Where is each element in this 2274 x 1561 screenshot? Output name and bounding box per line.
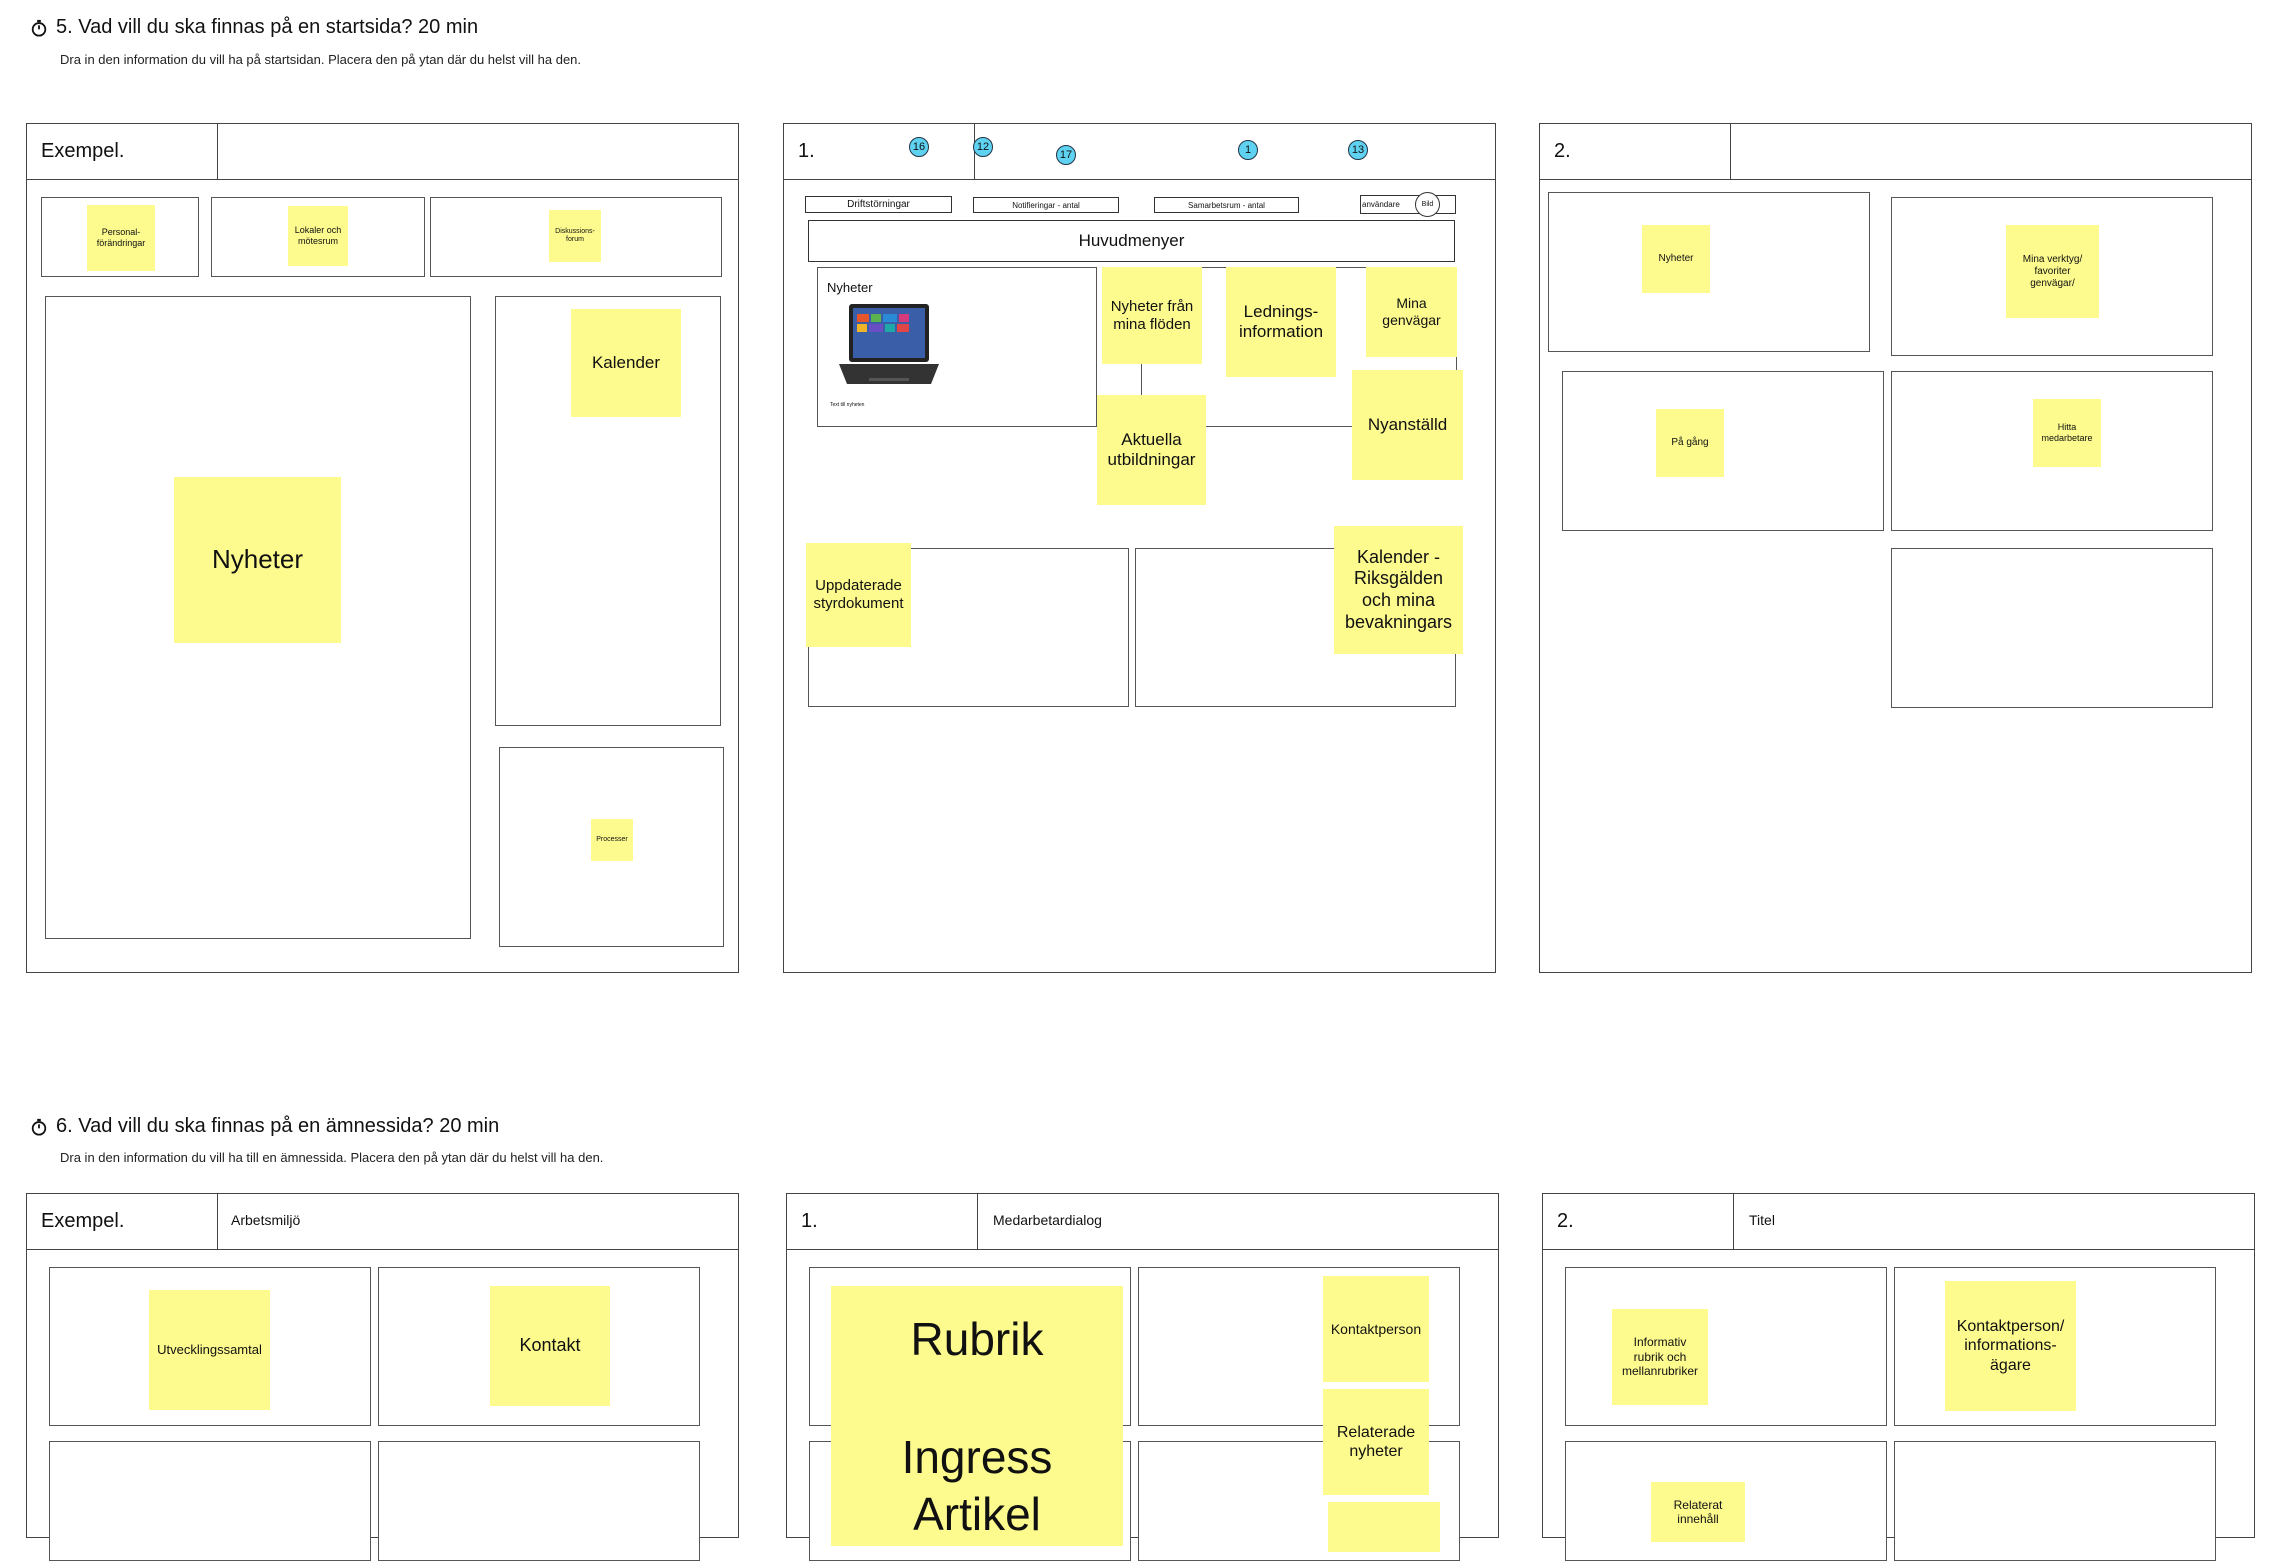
vote-dot[interactable]: 17: [1056, 145, 1076, 165]
frame-title: 2.: [1554, 140, 1571, 162]
frame-title: 1.: [798, 140, 815, 162]
sticky-note[interactable]: Kontakt: [490, 1286, 610, 1406]
vote-dot[interactable]: 12: [973, 137, 993, 157]
layout-box-label: Notifieringar - antal: [973, 197, 1119, 213]
sticky-note[interactable]: Informativ rubrik och mellanrubriker: [1612, 1309, 1708, 1405]
sticky-note-large[interactable]: Rubrik Ingress Artikel: [831, 1286, 1123, 1546]
vote-dot[interactable]: 13: [1348, 140, 1368, 160]
layout-box: [1562, 371, 1884, 531]
sticky-note[interactable]: Relaterade nyheter: [1323, 1389, 1429, 1495]
laptop-image: [839, 304, 939, 384]
layout-box-label: användare: [1360, 195, 1456, 214]
section5-subtitle: Dra in den information du vill ha på sta…: [60, 52, 582, 67]
sticky-note[interactable]: Lednings- information: [1226, 267, 1336, 377]
sticky-note[interactable]: Mina verktyg/ favoriter genvägar/: [2006, 225, 2099, 318]
sticky-note[interactable]: Nyheter: [174, 477, 341, 643]
sticky-note[interactable]: Hitta medarbetare: [2033, 399, 2101, 467]
header-field: Medarbetardialog: [993, 1212, 1102, 1228]
s5-example-frame: Exempel. Personal- förändringar Lokaler …: [26, 123, 739, 973]
frame-title: Exempel.: [41, 140, 125, 162]
s6-example-frame: Exempel. Arbetsmiljö Utvecklingssamtal K…: [26, 1193, 739, 1561]
layout-box: [1891, 548, 2213, 708]
main-menu-bar: Huvudmenyer: [808, 220, 1455, 262]
s6-board1-frame: 1. Medarbetardialog Rubrik Ingress Artik…: [786, 1193, 1499, 1561]
sticky-note[interactable]: Processer: [591, 819, 633, 861]
header-field: Arbetsmiljö: [231, 1212, 301, 1228]
sticky-note[interactable]: Kalender - Riksgälden och mina bevakning…: [1334, 526, 1463, 654]
frame-title: 1.: [801, 1210, 818, 1232]
sticky-note[interactable]: Nyheter: [1642, 225, 1710, 293]
sticky-text: Rubrik: [910, 1313, 1044, 1365]
s5-board2-frame: 2. Nyheter Mina verktyg/ favoriter genvä…: [1539, 123, 2252, 973]
stopwatch-icon: [31, 1118, 47, 1136]
s5-board1-frame: 1. 16 12 17 1 13 Driftstörningar Notifie…: [783, 123, 1496, 973]
section6-title: 6. Vad vill du ska finnas på en ämnessid…: [56, 1115, 500, 1137]
s6-board2-frame: 2. Titel Informativ rubrik och mellanrub…: [1542, 1193, 2255, 1561]
sticky-note[interactable]: På gång: [1656, 409, 1724, 477]
stopwatch-icon: [31, 19, 47, 37]
layout-box: [49, 1441, 371, 1561]
frame-title: 2.: [1557, 1210, 1574, 1232]
avatar[interactable]: Bild: [1415, 192, 1440, 217]
layout-box-label: Samarbetsrum - antal: [1154, 197, 1299, 213]
section5-heading: 5. Vad vill du ska finnas på en startsid…: [30, 16, 478, 39]
layout-box-label: Driftstörningar: [805, 196, 952, 213]
frame-title: Exempel.: [41, 1210, 125, 1232]
news-label: Nyheter: [827, 280, 873, 295]
sticky-note[interactable]: Relaterat innehåll: [1651, 1482, 1745, 1542]
sticky-note[interactable]: Uppdaterade styrdokument: [806, 543, 911, 647]
vote-dot[interactable]: 1: [1238, 140, 1258, 160]
sticky-note[interactable]: Lokaler och mötesrum: [288, 206, 348, 266]
sticky-note[interactable]: [1328, 1502, 1440, 1552]
header-field: Titel: [1749, 1212, 1775, 1228]
sticky-note[interactable]: Aktuella utbildningar: [1097, 395, 1206, 505]
sticky-note[interactable]: Nyanställd: [1352, 370, 1463, 480]
user-label: användare: [1362, 200, 1400, 209]
section6-heading: 6. Vad vill du ska finnas på en ämnessid…: [30, 1115, 499, 1138]
layout-box: [378, 1441, 700, 1561]
sticky-note[interactable]: Kalender: [571, 309, 681, 417]
sticky-note[interactable]: Kontaktperson: [1323, 1276, 1429, 1382]
sticky-note[interactable]: Personal- förändringar: [87, 205, 155, 271]
sticky-note[interactable]: Nyheter från mina flöden: [1102, 267, 1202, 364]
sticky-note[interactable]: Utvecklingssamtal: [149, 1290, 270, 1410]
section6-subtitle: Dra in den information du vill ha till e…: [60, 1150, 604, 1165]
layout-box: [1894, 1441, 2216, 1561]
sticky-text: Ingress Artikel: [901, 1430, 1053, 1541]
sticky-note[interactable]: Mina genvägar: [1366, 267, 1457, 357]
news-caption: Text till nyheten: [830, 402, 865, 408]
vote-dot[interactable]: 16: [909, 137, 929, 157]
news-box: Nyheter Text till nyheten: [817, 267, 1097, 427]
sticky-note[interactable]: Kontaktperson/ informations- ägare: [1945, 1281, 2076, 1411]
sticky-note[interactable]: Diskussions- forum: [549, 210, 601, 262]
section5-title: 5. Vad vill du ska finnas på en startsid…: [56, 16, 479, 38]
